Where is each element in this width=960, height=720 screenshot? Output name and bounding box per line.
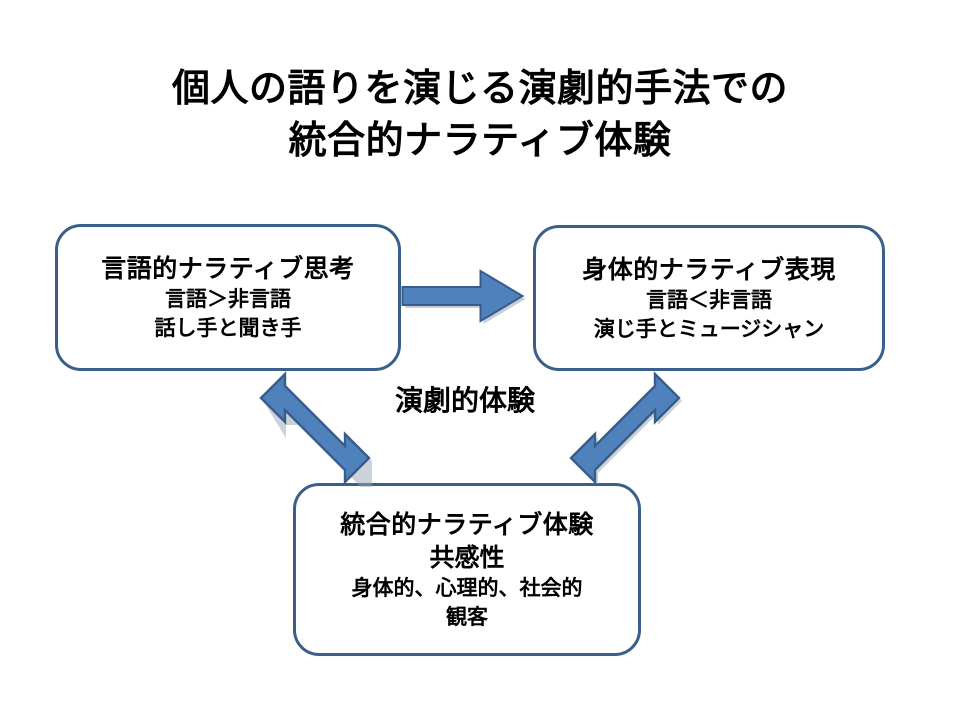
- node-line-bodily-1: 言語＜非言語: [646, 287, 772, 312]
- center-caption-theatrical-experience: 演劇的体験: [394, 384, 535, 417]
- node-line-integrated-1: 共感性: [429, 542, 505, 572]
- arrow-right-icon[interactable]: [400, 268, 530, 332]
- node-box-verbal[interactable]: 言語的ナラティブ思考 言語＞非言語 話し手と聞き手: [55, 224, 401, 371]
- node-line-integrated-3: 観客: [446, 604, 488, 629]
- node-title-verbal: 言語的ナラティブ思考: [101, 254, 355, 283]
- node-box-integrated[interactable]: 統合的ナラティブ体験 共感性 身体的、心理的、社会的 観客: [293, 483, 641, 656]
- node-line-integrated-2: 身体的、心理的、社会的: [351, 575, 583, 600]
- page-title: 個人の語りを演じる演劇的手法での 統合的ナラティブ体験: [171, 66, 788, 162]
- arrow-double-diagonal-right-icon[interactable]: [565, 368, 685, 493]
- node-line-verbal-1: 言語＞非言語: [165, 287, 291, 311]
- node-line-bodily-2: 演じ手とミュージシャン: [593, 316, 825, 341]
- node-title-bodily: 身体的ナラティブ表現: [582, 254, 836, 284]
- node-line-verbal-2: 話し手と聞き手: [154, 316, 302, 340]
- arrow-double-diagonal-left-icon[interactable]: [255, 368, 375, 493]
- node-title-integrated: 統合的ナラティブ体験: [340, 509, 594, 539]
- node-box-bodily[interactable]: 身体的ナラティブ表現 言語＜非言語 演じ手とミュージシャン: [533, 225, 885, 371]
